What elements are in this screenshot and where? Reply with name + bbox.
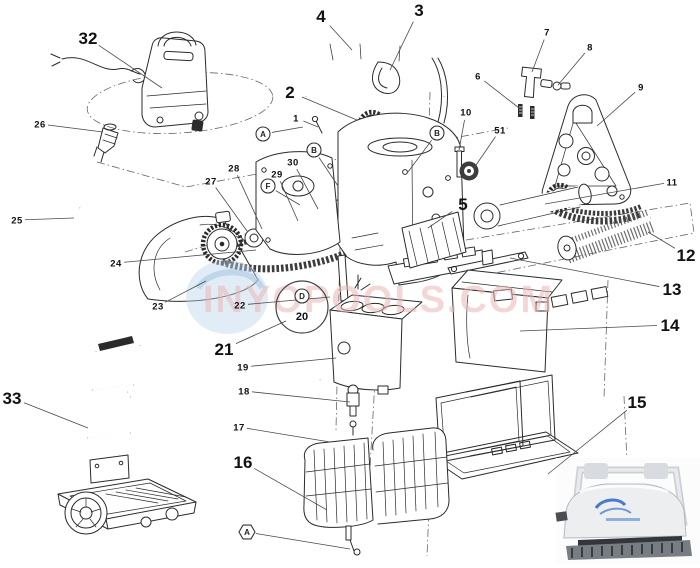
screw-1-drawing <box>311 115 323 134</box>
handle-assembly-drawing <box>299 36 455 124</box>
brush-roller-drawing <box>557 209 655 264</box>
hose-and-valve-drawing <box>312 379 360 443</box>
dolphin-logo <box>594 498 627 509</box>
handle-rod-drawing <box>74 146 253 239</box>
filter-box-drawing <box>451 269 563 373</box>
power-supply-drawing <box>50 31 209 132</box>
cable-connector-drawing <box>97 123 119 163</box>
product-photo <box>555 458 700 564</box>
filter-basket-drawing <box>303 427 450 556</box>
caddy-cart-drawing <box>57 335 197 535</box>
screen-assembly-drawing <box>427 374 579 480</box>
watermark-text: INYOPOOLS.COM <box>203 279 554 321</box>
pump-box-drawing <box>329 274 423 395</box>
